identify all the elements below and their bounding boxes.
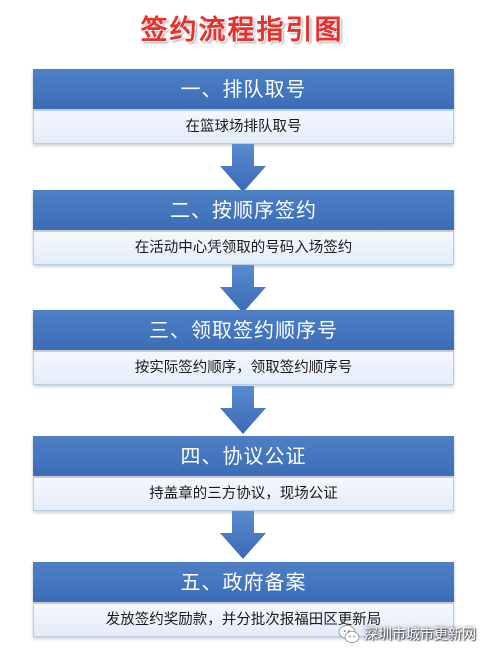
step-1-heading: 一、排队取号	[33, 69, 454, 109]
watermark-text: 深圳市城市更新网	[364, 627, 476, 643]
flow-step-5: 五、政府备案 发放签约奖励款，并分批次报福田区更新局	[33, 562, 454, 637]
watermark: 深圳市城市更新网	[338, 622, 476, 646]
step-4-heading: 四、协议公证	[33, 436, 454, 476]
down-arrow-icon	[220, 144, 266, 192]
down-arrow-icon	[220, 265, 266, 313]
step-1-description: 在篮球场排队取号	[33, 110, 454, 144]
down-arrow-icon	[220, 511, 266, 559]
wechat-icon	[338, 625, 360, 643]
flow-step-2: 二、按顺序签约 在活动中心凭领取的号码入场签约	[33, 190, 454, 265]
step-2-heading: 二、按顺序签约	[33, 190, 454, 230]
step-3-description: 按实际签约顺序，领取签约顺序号	[33, 351, 454, 385]
page-title: 签约流程指引图	[140, 15, 344, 46]
step-5-heading: 五、政府备案	[33, 562, 454, 602]
flow-step-1: 一、排队取号 在篮球场排队取号	[33, 69, 454, 144]
step-3-heading: 三、领取签约顺序号	[33, 310, 454, 350]
step-4-description: 持盖章的三方协议，现场公证	[33, 477, 454, 511]
down-arrow-icon	[220, 386, 266, 434]
step-5-description: 发放签约奖励款，并分批次报福田区更新局	[33, 603, 454, 637]
step-2-description: 在活动中心凭领取的号码入场签约	[33, 231, 454, 265]
flow-step-3: 三、领取签约顺序号 按实际签约顺序，领取签约顺序号	[33, 310, 454, 385]
flow-step-4: 四、协议公证 持盖章的三方协议，现场公证	[33, 436, 454, 511]
